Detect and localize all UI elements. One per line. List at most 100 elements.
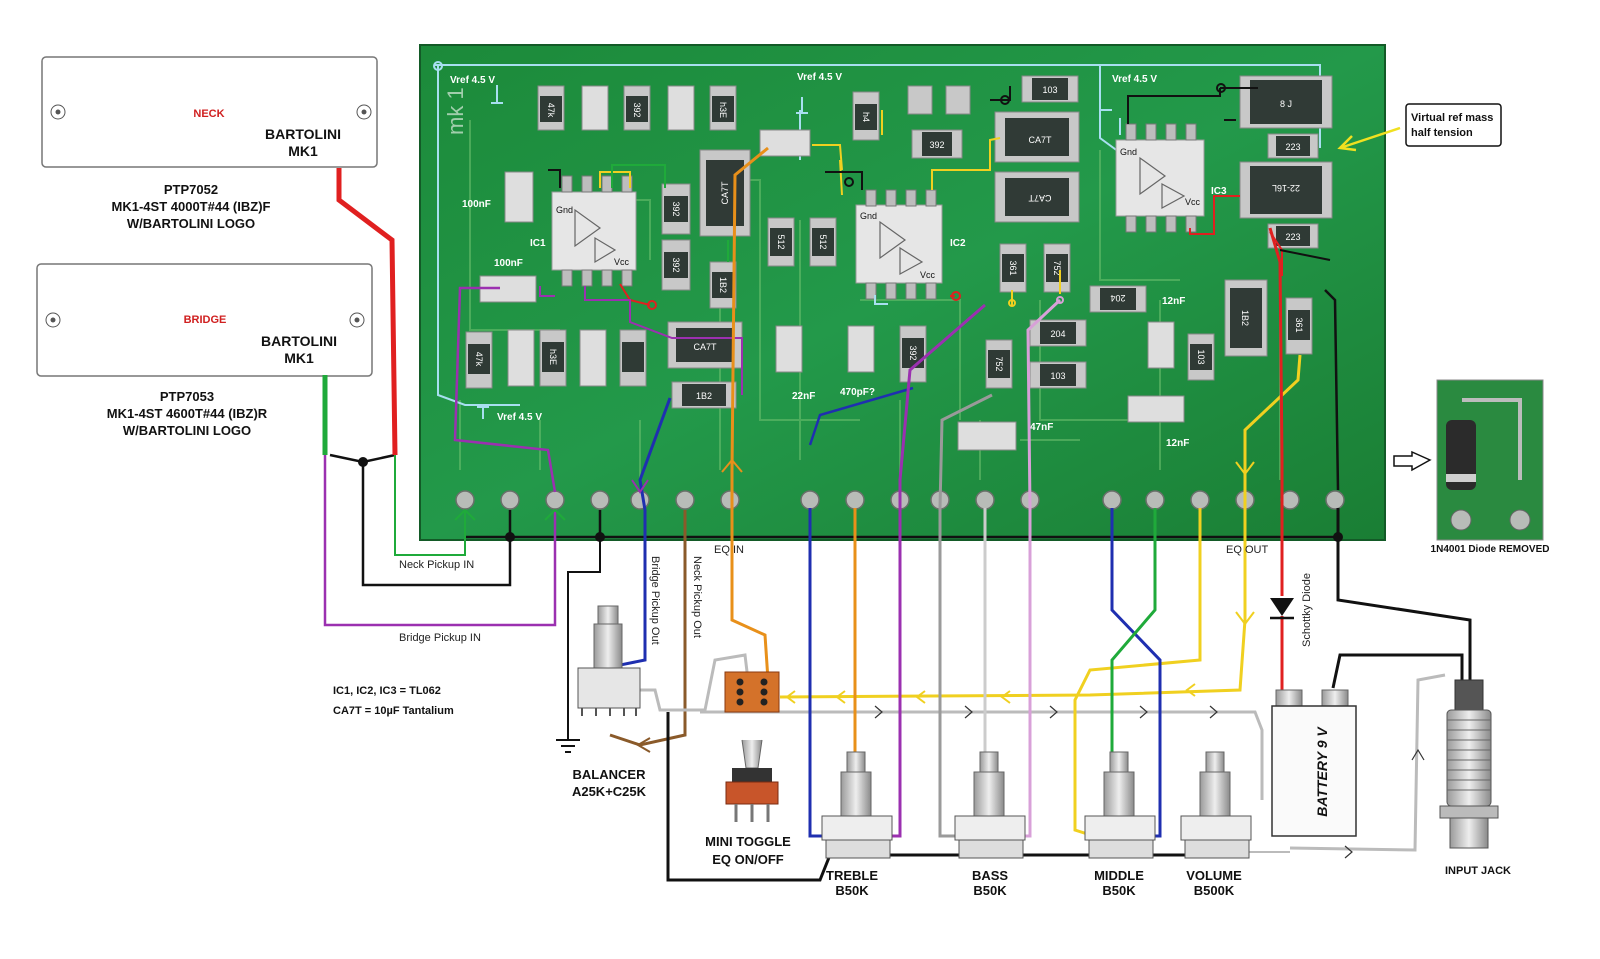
svg-text:223: 223 bbox=[1285, 142, 1300, 152]
svg-text:512: 512 bbox=[776, 234, 786, 249]
svg-text:h4: h4 bbox=[861, 112, 871, 122]
ic3-label: IC3 bbox=[1211, 186, 1227, 197]
svg-text:B500K: B500K bbox=[1194, 883, 1235, 898]
svg-text:BATTERY 9 V: BATTERY 9 V bbox=[1314, 726, 1330, 817]
label-eq-in: EQ IN bbox=[714, 544, 744, 556]
svg-text:B50K: B50K bbox=[835, 883, 869, 898]
svg-text:392: 392 bbox=[929, 140, 944, 150]
smd-row-middle: 392 392 1B2 512 512 361 752 204 204 103 … bbox=[465, 171, 1313, 451]
bridge-logo: W/BARTOLINI LOGO bbox=[123, 423, 251, 438]
ic2-vcc: Vcc bbox=[920, 270, 936, 280]
svg-text:B50K: B50K bbox=[973, 883, 1007, 898]
svg-text:half tension: half tension bbox=[1411, 127, 1473, 139]
input-jack[interactable]: INPUT JACK bbox=[1439, 679, 1511, 877]
svg-text:392: 392 bbox=[632, 102, 642, 117]
svg-text:TREBLE: TREBLE bbox=[826, 868, 878, 883]
battery-9v: BATTERY 9 V bbox=[1271, 689, 1357, 837]
label-schottky: Schottky Diode bbox=[1301, 573, 1313, 647]
svg-text:752: 752 bbox=[994, 356, 1004, 371]
note-ic: IC1, IC2, IC3 = TL062 bbox=[333, 685, 441, 697]
svg-text:h3E: h3E bbox=[718, 102, 728, 118]
vref-4: Vref 4.5 V bbox=[497, 412, 542, 423]
svg-text:512: 512 bbox=[818, 234, 828, 249]
svg-text:A25K+C25K: A25K+C25K bbox=[572, 784, 647, 799]
ic1-chip: Gnd Vcc IC1 bbox=[530, 175, 637, 287]
svg-text:CA7T: CA7T bbox=[1028, 135, 1052, 145]
bridge-pickup: BRIDGE BARTOLINI MK1 bbox=[36, 263, 373, 377]
cap-12nf-1: 12nF bbox=[1162, 296, 1185, 307]
svg-text:CA7T: CA7T bbox=[720, 181, 730, 205]
board-pads bbox=[455, 490, 1345, 510]
svg-text:EQ ON/OFF: EQ ON/OFF bbox=[712, 852, 784, 867]
external-wiring bbox=[322, 146, 1472, 882]
svg-text:361: 361 bbox=[1008, 260, 1018, 275]
bridge-brand: BARTOLINI bbox=[261, 333, 337, 349]
label-neck-out: Neck Pickup Out bbox=[691, 556, 703, 638]
svg-text:CA7T: CA7T bbox=[693, 342, 717, 352]
cap-470pf: 470pF? bbox=[840, 387, 875, 398]
svg-text:CA7T: CA7T bbox=[1028, 193, 1052, 203]
volume-pot[interactable]: VOLUME B500K bbox=[1180, 751, 1252, 898]
note-cap: CA7T = 10µF Tantalium bbox=[333, 705, 454, 717]
bridge-label: BRIDGE bbox=[184, 314, 227, 326]
cap-47nf: 47nF bbox=[1030, 422, 1053, 433]
svg-text:47k: 47k bbox=[546, 103, 556, 118]
ic2-chip: Gnd Vcc IC2 bbox=[855, 189, 966, 300]
svg-text:47k: 47k bbox=[474, 352, 484, 367]
cap-12nf-2: 12nF bbox=[1166, 438, 1189, 449]
svg-text:204: 204 bbox=[1110, 293, 1125, 303]
ic1-label: IC1 bbox=[530, 238, 546, 249]
svg-text:103: 103 bbox=[1196, 349, 1206, 364]
tantalum-caps: CA7T CA7T CA7T CA7T 1B2 8 J 22-16L 223 2… bbox=[667, 75, 1333, 369]
svg-text:BALANCER: BALANCER bbox=[573, 767, 647, 782]
label-bridge-out: Bridge Pickup Out bbox=[649, 556, 661, 645]
treble-pot[interactable]: TREBLE B50K bbox=[821, 751, 893, 898]
svg-text:392: 392 bbox=[671, 201, 681, 216]
svg-text:392: 392 bbox=[671, 257, 681, 272]
svg-text:INPUT JACK: INPUT JACK bbox=[1445, 865, 1511, 877]
svg-text:B50K: B50K bbox=[1102, 883, 1136, 898]
svg-text:Virtual ref mass: Virtual ref mass bbox=[1411, 112, 1493, 124]
svg-text:392: 392 bbox=[908, 345, 918, 360]
diode-removed-photo: 1N4001 Diode REMOVED bbox=[1393, 379, 1549, 555]
svg-text:361: 361 bbox=[1294, 317, 1304, 332]
bridge-model: MK1 bbox=[284, 350, 314, 366]
ic2-gnd: Gnd bbox=[860, 211, 877, 221]
svg-text:h3E: h3E bbox=[548, 349, 558, 365]
ic3-chip: Gnd Vcc IC3 bbox=[1115, 123, 1227, 233]
balancer-pot[interactable]: BALANCER A25K+C25K bbox=[572, 605, 647, 799]
svg-text:1B2: 1B2 bbox=[718, 277, 728, 293]
neck-logo: W/BARTOLINI LOGO bbox=[127, 216, 255, 231]
neck-part: PTP7052 bbox=[164, 182, 218, 197]
svg-text:BASS: BASS bbox=[972, 868, 1008, 883]
svg-text:VOLUME: VOLUME bbox=[1186, 868, 1242, 883]
vref-1: Vref 4.5 V bbox=[450, 75, 495, 86]
bass-pot[interactable]: BASS B50K bbox=[954, 751, 1026, 898]
vref-3: Vref 4.5 V bbox=[1112, 74, 1157, 85]
label-neck-in: Neck Pickup IN bbox=[399, 559, 474, 571]
svg-text:1B2: 1B2 bbox=[1240, 310, 1250, 326]
bridge-code: MK1-4ST 4600T#44 (IBZ)R bbox=[107, 406, 268, 421]
cap-100nf-1: 100nF bbox=[462, 199, 491, 210]
label-bridge-in: Bridge Pickup IN bbox=[399, 632, 481, 644]
label-eq-out: EQ OUT bbox=[1226, 544, 1268, 556]
bridge-part: PTP7053 bbox=[160, 389, 214, 404]
ic2-label: IC2 bbox=[950, 238, 966, 249]
middle-pot[interactable]: MIDDLE B50K bbox=[1084, 751, 1156, 898]
vref-callout: Virtual ref mass half tension bbox=[1337, 103, 1502, 152]
cap-100nf-2: 100nF bbox=[494, 258, 523, 269]
neck-code: MK1-4ST 4000T#44 (IBZ)F bbox=[112, 199, 271, 214]
schottky-diode bbox=[1270, 598, 1294, 620]
ic1-gnd: Gnd bbox=[556, 205, 573, 215]
ic3-vcc: Vcc bbox=[1185, 197, 1201, 207]
svg-text:103: 103 bbox=[1050, 371, 1065, 381]
neck-model: MK1 bbox=[288, 143, 318, 159]
neck-pickup: NECK BARTOLINI MK1 bbox=[41, 56, 378, 168]
board-silk: mk 1 bbox=[443, 87, 468, 135]
svg-text:204: 204 bbox=[1050, 329, 1065, 339]
neck-label: NECK bbox=[193, 108, 224, 120]
svg-text:103: 103 bbox=[1042, 85, 1057, 95]
ic3-gnd: Gnd bbox=[1120, 147, 1137, 157]
mini-toggle-switch[interactable]: MINI TOGGLE EQ ON/OFF bbox=[705, 671, 791, 867]
